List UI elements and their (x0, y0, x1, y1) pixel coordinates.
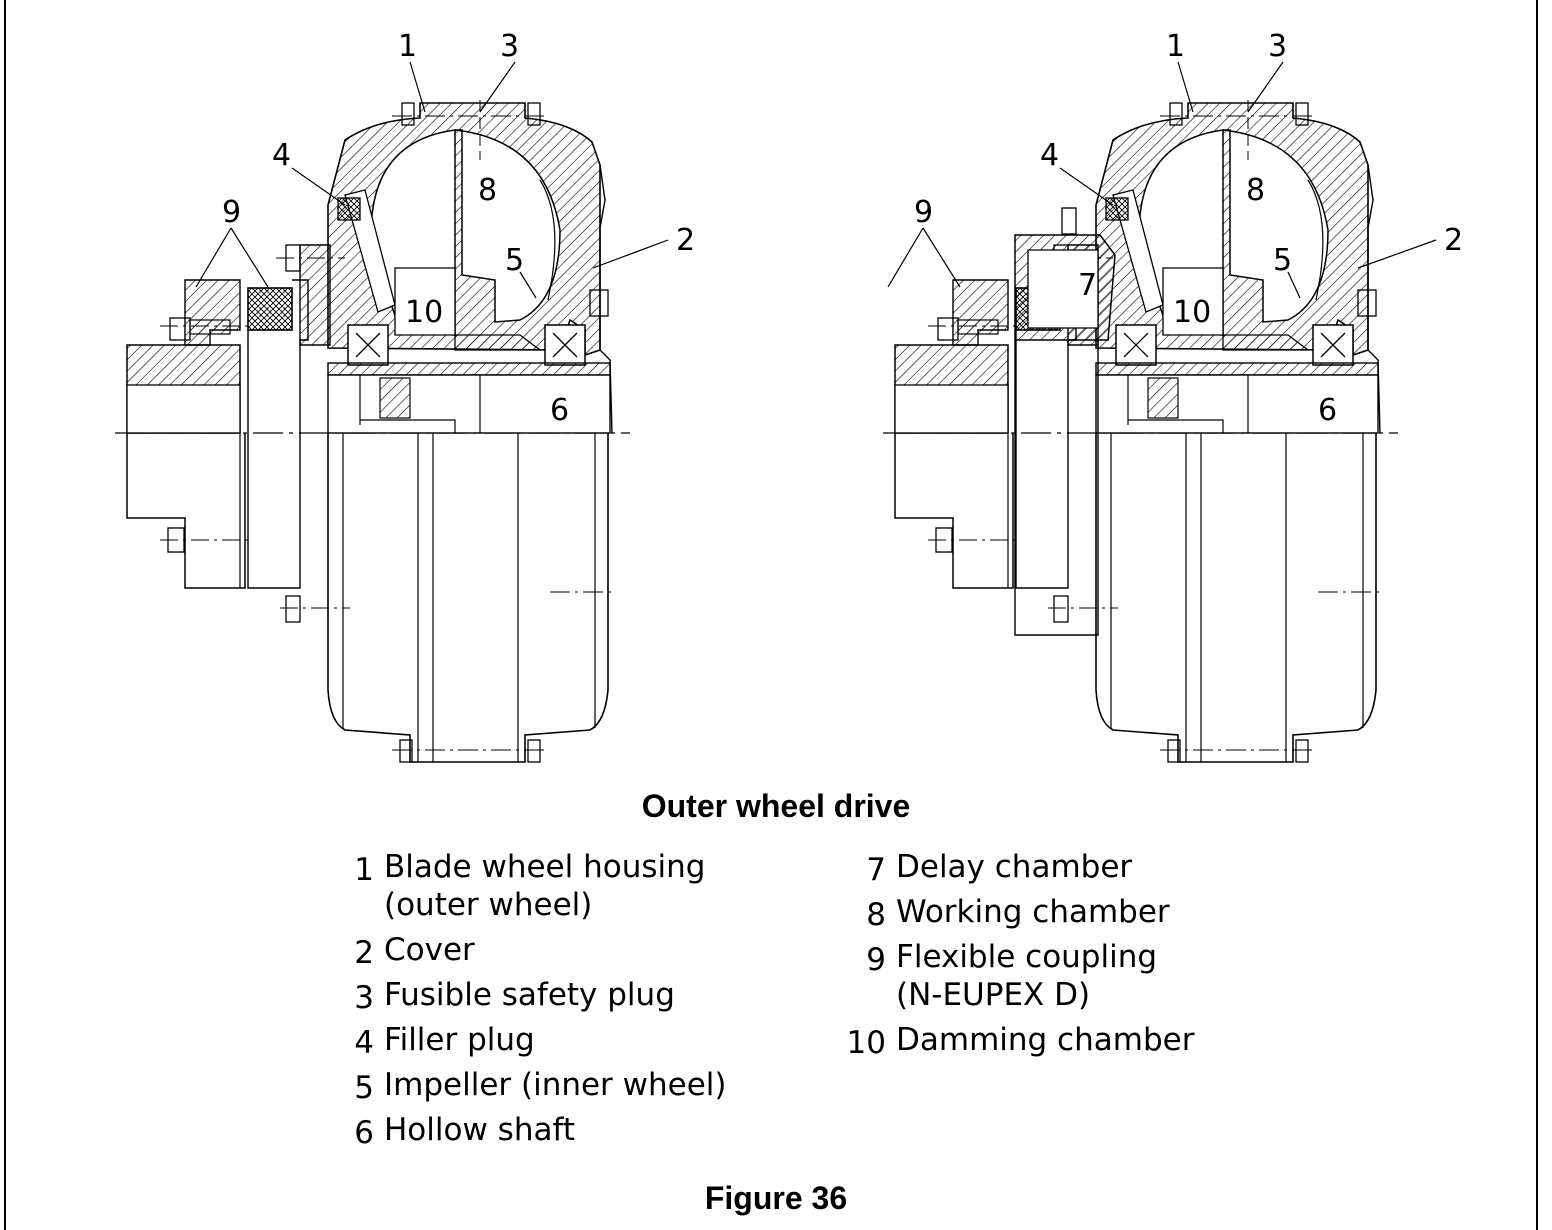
legend-text: Working chamber (896, 894, 1170, 930)
left-label-6: 6 (550, 393, 569, 428)
legend-text: Delay chamber (896, 849, 1133, 885)
left-label-3: 3 (500, 29, 519, 64)
right-label-1: 1 (1166, 29, 1185, 64)
legend-number: 9 (866, 942, 886, 978)
left-label-4: 4 (272, 138, 291, 173)
right-label-6: 6 (1318, 393, 1337, 428)
legend-column-2: 7 Delay chamber 8 Working chamber 9 Flexibl… (826, 848, 1195, 1066)
legend-text: Flexible coupling (N-EUPEX D) (896, 939, 1158, 1013)
legend-item: 7 Delay chamber (826, 848, 1194, 893)
left-coupling-drawing (114, 99, 631, 763)
page-frame (4, 0, 1538, 1230)
legend-text: Cover (384, 932, 475, 968)
right-label-8: 8 (1246, 173, 1265, 208)
right-label-5: 5 (1273, 243, 1292, 278)
right-label-10: 10 (1173, 295, 1211, 330)
right-label-4: 4 (1040, 138, 1059, 173)
legend-number: 4 (354, 1025, 374, 1061)
caption: Outer wheel drive (641, 788, 911, 824)
right-label-2: 2 (1444, 223, 1463, 258)
legend-item: 10 Damming chamber (826, 1021, 1195, 1066)
legend-item: 2 Cover (326, 931, 727, 976)
right-coupling-drawing (882, 99, 1399, 763)
legend-number: 7 (866, 852, 886, 888)
legend-text: Fusible safety plug (384, 977, 675, 1013)
left-label-5: 5 (505, 243, 524, 278)
legend-number: 2 (354, 935, 374, 971)
legend-number: 1 (354, 852, 374, 888)
legend-number: 10 (846, 1025, 886, 1061)
legend-number: 3 (354, 980, 374, 1016)
right-label-9: 9 (914, 195, 933, 230)
right-label-7: 7 (1078, 268, 1097, 303)
legend-number: 8 (866, 897, 886, 933)
legend-item: 3 Fusible safety plug (326, 976, 727, 1021)
legend-text: Filler plug (384, 1022, 535, 1058)
legend-item: 4 Filler plug (326, 1021, 727, 1066)
legend-text: Blade wheel housing (outer wheel) (384, 849, 706, 923)
left-label-9: 9 (222, 195, 241, 230)
legend-item: 1 Blade wheel housing (outer wheel) (326, 848, 727, 931)
left-label-10: 10 (405, 295, 443, 330)
left-label-1: 1 (398, 29, 417, 64)
figure-label: Figure 36 (704, 1180, 848, 1216)
legend-item: 9 Flexible coupling (N-EUPEX D) (826, 938, 1194, 1021)
legend-column-1: 1 Blade wheel housing (outer wheel) 2 Cove… (326, 848, 727, 1156)
left-label-2: 2 (676, 223, 695, 258)
legend-number: 5 (354, 1070, 374, 1106)
coupling-drawings: 1 3 4 9 8 2 5 10 6 1 3 4 9 8 2 5 7 10 6 (114, 29, 1463, 763)
legend-text: Damming chamber (896, 1022, 1195, 1058)
legend-item: 6 Hollow shaft (326, 1111, 727, 1156)
right-label-3: 3 (1268, 29, 1287, 64)
legend-number: 6 (354, 1115, 374, 1151)
legend-text: Impeller (inner wheel) (384, 1067, 727, 1103)
left-label-8: 8 (478, 173, 497, 208)
legend-text: Hollow shaft (384, 1112, 575, 1148)
legend-item: 8 Working chamber (826, 893, 1194, 938)
legend-item: 5 Impeller (inner wheel) (326, 1066, 727, 1111)
